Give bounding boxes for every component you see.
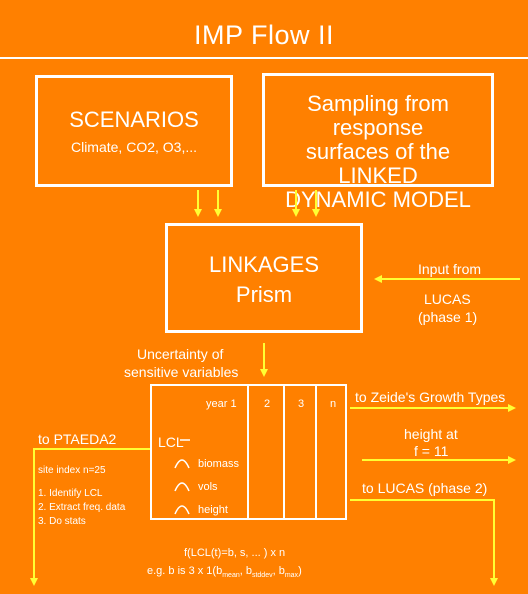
sampling-line-2: surfaces of the LINKED xyxy=(305,139,451,188)
arrow-to-ptaedaz xyxy=(30,448,150,586)
table-row-height: height xyxy=(198,504,228,516)
page-title: IMP Flow II xyxy=(193,20,335,50)
table-col-2: 2 xyxy=(264,398,271,410)
scenarios-title: SCENARIOS xyxy=(69,107,199,132)
arrow-to-lucas2 xyxy=(350,499,498,586)
formula-sub-max: max xyxy=(284,572,299,580)
table-col-3: 3 xyxy=(298,398,305,410)
formula-sub-mean: mean xyxy=(222,572,240,580)
site-index-title: site index n=25 xyxy=(38,465,106,476)
height-at-value: f = 11 xyxy=(414,443,449,459)
linkages-subtitle: Prism xyxy=(235,282,293,307)
formula-line-2: e.g. b is 3 x 1(bmean, bstddev, bmax) xyxy=(147,565,302,580)
linkages-box: LINKAGES Prism xyxy=(165,223,363,333)
sampling-line-1: Sampling from response xyxy=(307,91,449,140)
scenarios-subtitle: Climate, CO2, O3,... xyxy=(70,139,198,155)
to-ptaedaz-label: to PTAEDA2 xyxy=(38,431,117,447)
site-index-step-1: 1. Identify LCL xyxy=(38,488,103,499)
to-zeide-label: to Zeide's Growth Types xyxy=(355,389,506,405)
formula-sub-stddev: stddev xyxy=(251,572,273,580)
table-col-divider-3 xyxy=(315,384,317,520)
distribution-icon-biomass xyxy=(174,459,190,469)
uncertainty-line-2: sensitive variables xyxy=(124,364,239,380)
table-col-year1: year 1 xyxy=(206,398,237,410)
table-col-divider-2 xyxy=(283,384,285,520)
table-lcl-label: LCL xyxy=(158,434,184,450)
input-from-lucas: LUCAS xyxy=(424,291,471,307)
table-row-vols: vols xyxy=(198,481,218,493)
input-from-label: Input from xyxy=(418,261,482,277)
table-row-biomass: biomass xyxy=(198,458,239,470)
table-col-divider-1 xyxy=(247,384,249,520)
distribution-icon-height xyxy=(174,505,190,515)
site-index-step-2: 2. Extract freq. data xyxy=(38,502,126,513)
formula-line-1: f(LCL(t)=b, s, ... ) x n xyxy=(184,547,286,559)
input-from-phase: (phase 1) xyxy=(418,309,478,325)
formula-line-2-prefix: e.g. b is 3 x 1(b xyxy=(147,565,223,577)
title-divider xyxy=(0,57,528,59)
uncertainty-line-1: Uncertainty of xyxy=(137,346,224,362)
site-index-step-3: 3. Do stats xyxy=(38,516,86,527)
height-at-label: height at xyxy=(404,426,458,442)
linkages-title: LINKAGES xyxy=(208,252,320,277)
to-lucas2-label: to LUCAS (phase 2) xyxy=(362,480,488,496)
scenarios-box: SCENARIOS Climate, CO2, O3,... xyxy=(35,75,233,187)
table-col-n: n xyxy=(330,398,337,410)
distribution-icon-vols xyxy=(174,482,190,492)
